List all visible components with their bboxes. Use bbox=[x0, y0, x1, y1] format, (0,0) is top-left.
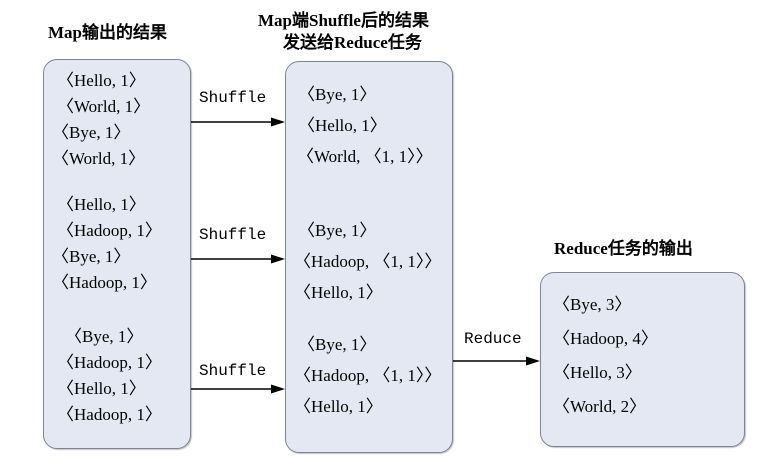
shuffle-result-item: 〈Hadoop, 〈1, 1〉〉 bbox=[294, 366, 442, 385]
reduce-arrow bbox=[453, 356, 540, 366]
map-output-item: 〈Hadoop, 1〉 bbox=[57, 405, 162, 424]
reduce-arrow-label: Reduce bbox=[464, 330, 522, 348]
shuffle-arrow-1 bbox=[191, 117, 285, 127]
reduce-output-item: 〈World, 2〉 bbox=[553, 397, 647, 416]
reduce-output-title: Reduce任务的输出 bbox=[554, 239, 693, 258]
map-output-item: 〈World, 1〉 bbox=[52, 149, 146, 168]
shuffle-result-item: 〈Bye, 1〉 bbox=[298, 221, 377, 240]
shuffle-result-item: 〈Bye, 1〉 bbox=[298, 85, 377, 104]
shuffle-result-item: 〈Bye, 1〉 bbox=[298, 335, 377, 354]
shuffle-result-title-line1: Map端Shuffle后的结果 bbox=[258, 11, 429, 30]
map-output-item: 〈Hadoop, 1〉 bbox=[57, 353, 162, 372]
shuffle-result-item: 〈Hello, 1〉 bbox=[294, 397, 383, 416]
reduce-output-item: 〈Hadoop, 4〉 bbox=[553, 329, 658, 348]
map-output-item: 〈Hadoop, 1〉 bbox=[52, 273, 157, 292]
map-output-item: 〈Hello, 1〉 bbox=[57, 379, 146, 398]
map-output-title: Map输出的结果 bbox=[48, 23, 167, 42]
map-output-item: 〈Bye, 1〉 bbox=[65, 327, 144, 346]
shuffle-arrow-2 bbox=[191, 254, 285, 264]
shuffle-result-box bbox=[285, 61, 453, 453]
reduce-output-item: 〈Hello, 3〉 bbox=[553, 363, 642, 382]
map-output-item: 〈World, 1〉 bbox=[57, 97, 151, 116]
shuffle-result-title-line2: 发送给Reduce任务 bbox=[283, 33, 422, 52]
shuffle-result-item: 〈World, 〈1, 1〉〉 bbox=[297, 147, 433, 166]
map-output-item: 〈Bye, 1〉 bbox=[52, 247, 131, 266]
map-output-box bbox=[43, 59, 191, 449]
reduce-output-item: 〈Bye, 3〉 bbox=[553, 295, 632, 314]
shuffle-result-item: 〈Hello, 1〉 bbox=[298, 116, 387, 135]
reduce-output-box bbox=[540, 272, 745, 447]
map-output-item: 〈Bye, 1〉 bbox=[52, 123, 131, 142]
shuffle-arrow-label-3: Shuffle bbox=[199, 362, 267, 380]
shuffle-result-item: 〈Hadoop, 〈1, 1〉〉 bbox=[294, 252, 442, 271]
shuffle-arrow-label-1: Shuffle bbox=[199, 89, 267, 107]
map-output-item: 〈Hadoop, 1〉 bbox=[57, 221, 162, 240]
shuffle-arrow-3 bbox=[191, 384, 285, 394]
map-output-item: 〈Hello, 1〉 bbox=[57, 195, 146, 214]
shuffle-arrow-label-2: Shuffle bbox=[199, 226, 267, 244]
shuffle-result-item: 〈Hello, 1〉 bbox=[294, 283, 383, 302]
map-output-item: 〈Hello, 1〉 bbox=[57, 71, 146, 90]
